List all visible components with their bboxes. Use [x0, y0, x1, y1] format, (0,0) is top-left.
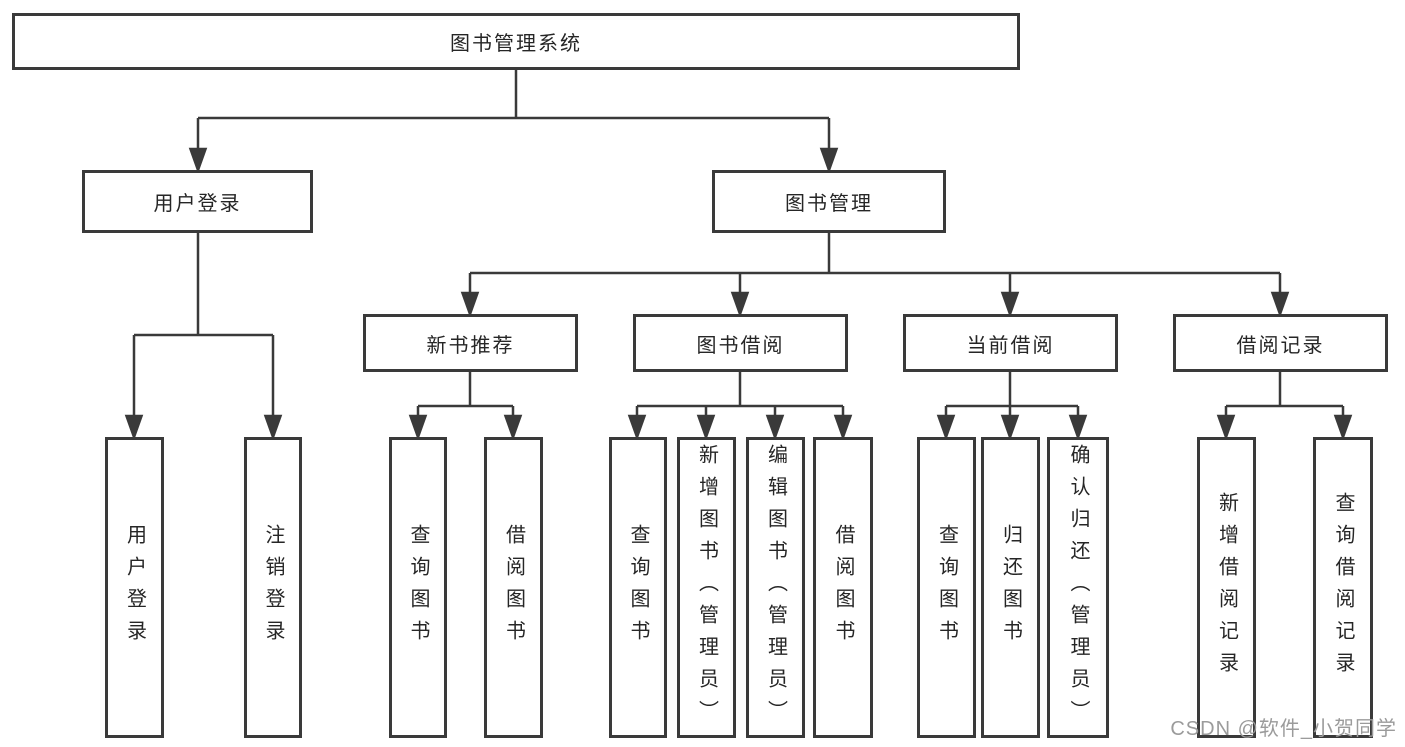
node-book-borrowing-label: 图书借阅: [696, 334, 785, 357]
leaf-query-books-recommend-label: 查询图书: [407, 523, 429, 652]
leaf-edit-book-admin-label: 编辑图书（管理员）: [764, 443, 787, 732]
arrow-down-icon: [627, 414, 647, 441]
arrow-down-icon: [188, 147, 208, 174]
node-user-login: 用户登录: [82, 170, 313, 233]
leaf-edit-book-admin: 编辑图书（管理员）: [746, 437, 805, 738]
arrow-down-icon: [408, 414, 428, 441]
leaf-borrow-books-borrowing: 借阅图书: [813, 437, 873, 738]
arrow-down-icon: [1000, 414, 1020, 441]
node-user-login-label: 用户登录: [153, 193, 242, 215]
node-new-book-recommend: 新书推荐: [363, 314, 578, 372]
arrow-down-icon: [936, 414, 956, 441]
node-book-management-label: 图书管理: [785, 193, 873, 215]
leaf-user-login-action-label: 用户登录: [123, 523, 146, 652]
node-current-borrowing-label: 当前借阅: [966, 334, 1055, 357]
leaf-add-borrow-record-label: 新增借阅记录: [1215, 491, 1238, 684]
leaf-return-books-label: 归还图书: [999, 523, 1022, 652]
leaf-confirm-return-admin-label: 确认归还（管理员）: [1067, 443, 1089, 732]
connector-new-book-recommend-children: [408, 372, 523, 441]
node-book-management: 图书管理: [712, 170, 946, 233]
arrow-down-icon: [503, 414, 523, 441]
arrow-down-icon: [833, 414, 853, 441]
leaf-logout-action-label: 注销登录: [262, 523, 284, 652]
leaf-add-borrow-record: 新增借阅记录: [1197, 437, 1256, 738]
arrow-down-icon: [730, 291, 750, 318]
leaf-query-books-current-label: 查询图书: [935, 523, 958, 652]
arrow-down-icon: [263, 414, 283, 441]
node-current-borrowing: 当前借阅: [903, 314, 1118, 372]
arrow-down-icon: [765, 414, 785, 441]
leaf-borrow-books-borrowing-label: 借阅图书: [832, 523, 854, 652]
leaf-add-book-admin: 新增图书（管理员）: [677, 437, 736, 738]
connector-user-login-children: [124, 233, 283, 441]
csdn-watermark: CSDN @软件_小贺同学: [1170, 718, 1397, 740]
arrow-down-icon: [1216, 414, 1236, 441]
arrow-down-icon: [460, 291, 480, 318]
node-new-book-recommend-label: 新书推荐: [426, 334, 515, 357]
connector-current-borrowing-children: [936, 372, 1088, 441]
arrow-down-icon: [1270, 291, 1290, 318]
node-book-borrowing: 图书借阅: [633, 314, 848, 372]
arrow-down-icon: [696, 414, 716, 441]
node-root-label: 图书管理系统: [450, 33, 582, 55]
leaf-add-book-admin-label: 新增图书（管理员）: [695, 443, 718, 732]
connector-book-management-children: [460, 233, 1290, 318]
node-borrowing-records-label: 借阅记录: [1236, 334, 1325, 357]
leaf-borrow-books-recommend: 借阅图书: [484, 437, 543, 738]
leaf-query-books-current: 查询图书: [917, 437, 976, 738]
leaf-borrow-books-recommend-label: 借阅图书: [502, 523, 525, 652]
connector-root-to-level2: [188, 70, 839, 174]
leaf-query-borrow-record-label: 查询借阅记录: [1332, 491, 1354, 684]
arrow-down-icon: [1068, 414, 1088, 441]
leaf-logout-action: 注销登录: [244, 437, 302, 738]
arrow-down-icon: [819, 147, 839, 174]
arrow-down-icon: [124, 414, 144, 441]
leaf-query-borrow-record: 查询借阅记录: [1313, 437, 1373, 738]
connector-book-borrowing-children: [627, 372, 853, 441]
leaf-query-books-borrowing-label: 查询图书: [627, 523, 649, 652]
node-root: 图书管理系统: [12, 13, 1020, 70]
leaf-query-books-recommend: 查询图书: [389, 437, 447, 738]
leaf-query-books-borrowing: 查询图书: [609, 437, 667, 738]
leaf-user-login-action: 用户登录: [105, 437, 164, 738]
arrow-down-icon: [1333, 414, 1353, 441]
node-borrowing-records: 借阅记录: [1173, 314, 1388, 372]
connector-borrowing-records-children: [1216, 372, 1353, 441]
leaf-return-books: 归还图书: [981, 437, 1040, 738]
arrow-down-icon: [1000, 291, 1020, 318]
leaf-confirm-return-admin: 确认归还（管理员）: [1047, 437, 1109, 738]
